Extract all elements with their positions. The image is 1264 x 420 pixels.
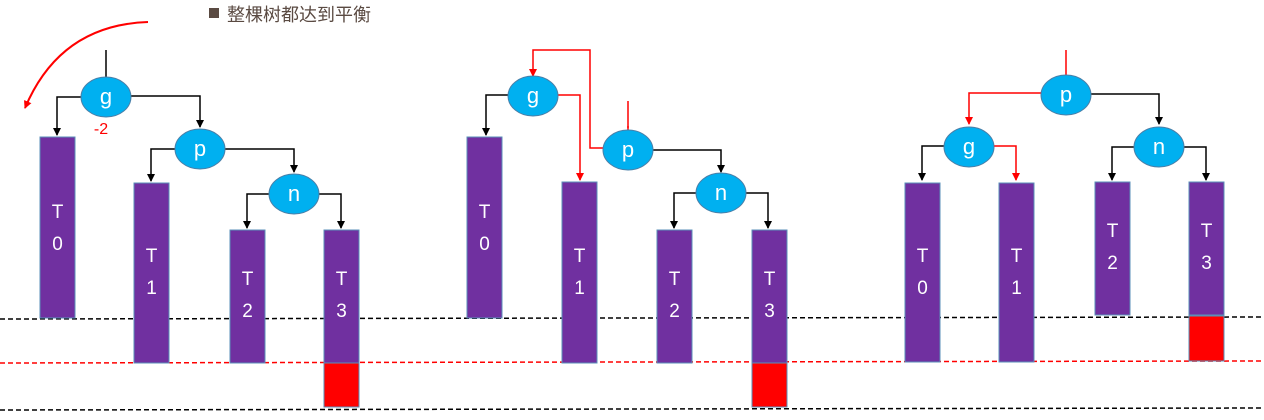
edge-red-g-to-t1: [556, 94, 584, 181]
title-bullet-icon: [209, 8, 219, 18]
edge-g-t0: [482, 94, 511, 136]
subtree-t3: T 3: [1188, 181, 1225, 362]
svg-text:T: T: [146, 246, 158, 267]
edge-p-t1: [147, 148, 178, 182]
subtree-t3-overflow: [751, 362, 788, 408]
subtree-t1: T 1: [561, 181, 598, 364]
edge-red-g-to-t1: [992, 145, 1020, 181]
svg-text:T: T: [1201, 221, 1213, 242]
svg-text:p: p: [194, 136, 206, 161]
svg-text:g: g: [527, 83, 539, 108]
stage-1: T 0 T 1 T 2 T 3 g -2 p: [24, 21, 360, 408]
svg-text:T: T: [574, 246, 586, 267]
node-p: p: [174, 128, 226, 170]
node-g: g: [507, 75, 559, 117]
subtree-t3: T 3: [323, 229, 360, 408]
edge-n-t3: [1181, 146, 1210, 181]
edge-p-n: [651, 149, 725, 173]
subtree-t3-overflow: [1188, 315, 1225, 362]
svg-text:g: g: [963, 134, 975, 159]
svg-text:2: 2: [1107, 253, 1118, 274]
svg-text:T: T: [336, 269, 348, 290]
svg-text:T: T: [242, 269, 254, 290]
subtree-t3: T 3: [751, 229, 788, 408]
svg-text:T: T: [52, 202, 64, 223]
edge-p-n: [222, 148, 298, 173]
svg-text:3: 3: [336, 301, 347, 322]
subtree-t2: T 2: [656, 229, 693, 364]
svg-text:1: 1: [146, 278, 157, 299]
node-n: n: [1133, 126, 1185, 168]
baseline-red: [0, 360, 1264, 364]
baseline-black-top: [0, 316, 1264, 320]
svg-text:3: 3: [1201, 253, 1212, 274]
node-n: n: [695, 172, 747, 214]
edge-n-t3: [743, 192, 772, 229]
edge-g-t0: [918, 145, 947, 181]
subtree-t2: T 2: [229, 229, 266, 364]
subtree-t1: T 1: [133, 182, 170, 364]
edge-p-n: [1088, 93, 1163, 125]
title: 整棵树都达到平衡: [227, 5, 371, 26]
baseline-black-bottom: [0, 407, 1264, 411]
subtree-t0: T 0: [39, 136, 76, 319]
svg-text:T: T: [917, 246, 929, 267]
subtree-t2: T 2: [1094, 181, 1131, 316]
edge-n-t2: [1108, 146, 1137, 181]
edge-red-p-to-g: [965, 92, 1044, 125]
subtree-t3-overflow: [323, 362, 360, 408]
svg-text:2: 2: [669, 301, 680, 322]
subtree-t1: T 1: [998, 182, 1035, 363]
svg-text:1: 1: [574, 278, 585, 299]
svg-text:T: T: [669, 269, 681, 290]
stage-3: T 0 T 1 T 2 T 3 p g n: [904, 50, 1225, 363]
svg-text:1: 1: [1011, 278, 1022, 299]
rotation-arrow: [24, 21, 149, 109]
svg-text:T: T: [764, 269, 776, 290]
svg-text:p: p: [622, 137, 634, 162]
edge-g-p: [128, 95, 204, 128]
svg-text:3: 3: [764, 301, 775, 322]
balance-factor: -2: [94, 121, 108, 138]
node-p: p: [602, 129, 654, 171]
svg-text:T: T: [1011, 246, 1023, 267]
node-g: g: [80, 76, 132, 118]
svg-text:n: n: [288, 181, 300, 206]
svg-text:T: T: [1107, 221, 1119, 242]
svg-text:0: 0: [479, 234, 490, 255]
edge-n-t3: [316, 193, 345, 229]
stage-2: T 0 T 1 T 2 T 3 g p n: [466, 49, 788, 408]
edge-n-t2: [670, 192, 699, 229]
svg-text:0: 0: [52, 234, 63, 255]
node-g: g: [943, 126, 995, 168]
svg-text:n: n: [715, 180, 727, 205]
subtree-t0: T 0: [904, 182, 941, 363]
edge-g-t0: [53, 96, 84, 136]
svg-text:0: 0: [917, 278, 928, 299]
svg-text:T: T: [479, 202, 491, 223]
svg-text:2: 2: [242, 301, 253, 322]
svg-text:p: p: [1060, 82, 1072, 107]
node-n: n: [268, 173, 320, 215]
edge-n-t2: [243, 193, 272, 229]
svg-text:n: n: [1153, 134, 1165, 159]
node-p: p: [1040, 74, 1092, 116]
svg-text:g: g: [100, 84, 112, 109]
subtree-t0: T 0: [466, 136, 503, 319]
